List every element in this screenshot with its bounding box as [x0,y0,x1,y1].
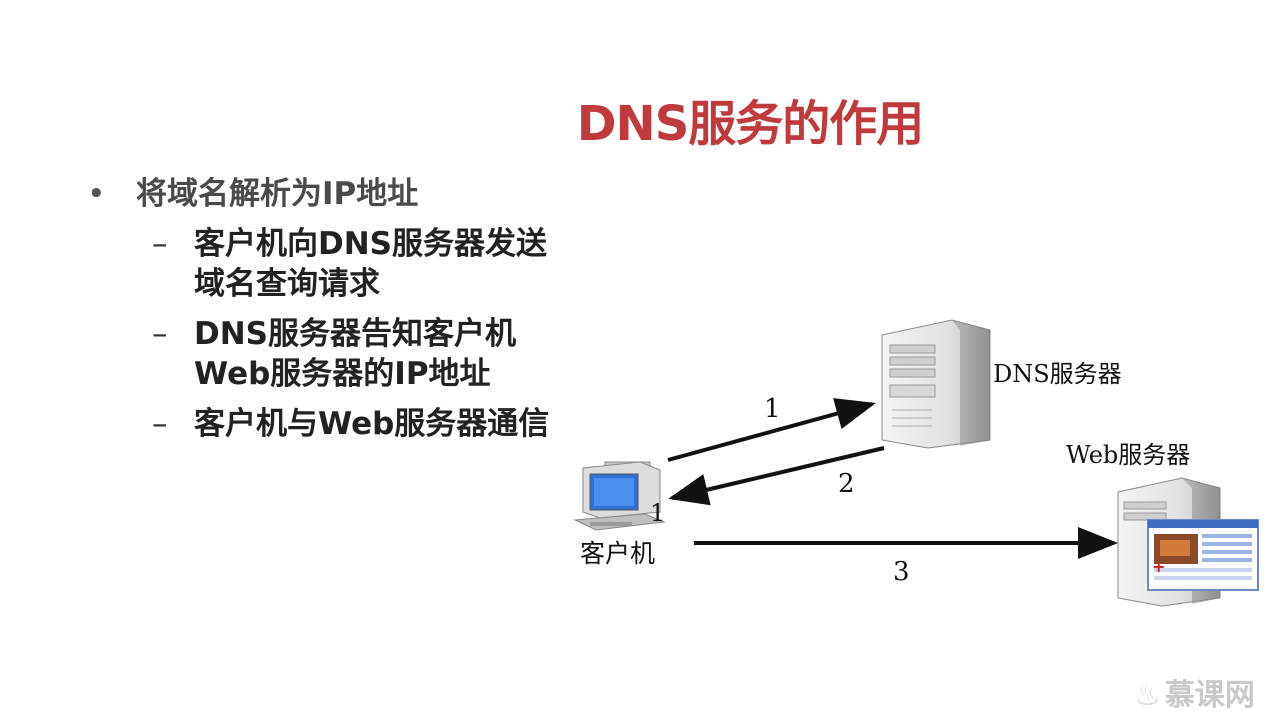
svg-text:+: + [1152,557,1165,576]
sub-bullet-text: DNS服务器告知客户机Web服务器的IP地址 [194,316,517,392]
sub-bullet-3: – 客户机与Web服务器通信 [88,404,574,444]
watermark-logo: ♨慕课网 [1134,670,1255,714]
client-label: 客户机 [580,539,655,568]
bullet-main: • 将域名解析为IP地址 [88,174,578,214]
web-server-icon: + [1117,477,1259,607]
dash-icon: – [152,406,168,442]
arrow-1 [667,398,876,462]
dash-icon: – [152,316,168,352]
sub-bullet-2: – DNS服务器告知客户机Web服务器的IP地址 [88,314,574,394]
sub-bullet-text: 客户机向DNS服务器发送域名查询请求 [194,226,548,302]
bullet-list: • 将域名解析为IP地址 – 客户机向DNS服务器发送域名查询请求 – DNS服… [88,174,578,444]
arrow-3-label: 3 [893,557,910,587]
arrow-2-label: 2 [838,469,855,499]
flame-icon: ♨ [1134,678,1161,713]
dns-server-icon [881,319,991,449]
dash-icon: – [152,226,168,262]
sub-bullet-1: – 客户机向DNS服务器发送域名查询请求 [88,224,574,304]
arrow-1-label: 1 [764,394,781,424]
slide-title: DNS服务的作用 [576,96,925,152]
sub-bullet-text: 客户机与Web服务器通信 [194,406,550,442]
arrow-2 [668,446,885,506]
stray-label: 1 [650,499,665,527]
dns-server-label: DNS服务器 [993,360,1122,388]
client-computer-icon [573,461,666,531]
bullet-dot-icon: • [88,179,105,209]
bullet-main-text: 将域名解析为IP地址 [136,176,419,212]
logo-text: 慕课网 [1164,678,1255,713]
web-server-label: Web服务器 [1066,441,1190,469]
